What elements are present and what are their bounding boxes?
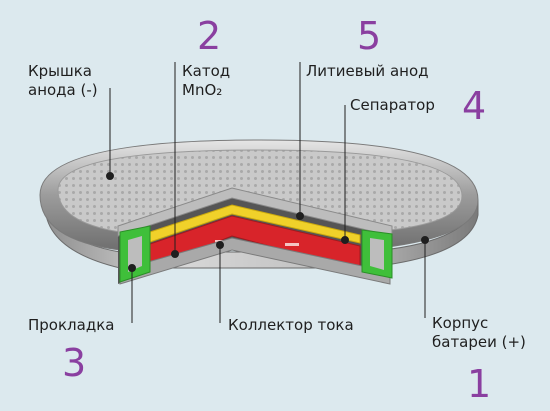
label-case-line2: батареи (+) (432, 333, 526, 351)
number-separator: 4 (462, 84, 487, 128)
label-case-line1: Корпус (432, 314, 489, 332)
label-cathode-line2: MnO₂ (182, 81, 223, 99)
cathode-highlight-2 (285, 243, 299, 246)
number-cathode: 2 (197, 14, 222, 58)
label-gasket: Прокладка (28, 316, 115, 334)
label-separator: Сепаратор (350, 96, 435, 114)
gasket-left-core (128, 236, 142, 272)
number-case: 1 (467, 362, 492, 406)
label-cathode-line1: Катод (182, 62, 231, 80)
collector-layer (119, 237, 391, 285)
number-lithium-anode: 5 (357, 14, 382, 58)
label-anode-cap: Крышка анода (-) (28, 62, 98, 100)
label-anode-cap-line2: анода (-) (28, 81, 98, 99)
anode-cap-surface (57, 149, 463, 233)
gasket-right-core (370, 238, 384, 270)
label-case: Корпус батареи (+) (432, 314, 526, 352)
label-anode-cap-line1: Крышка (28, 62, 92, 80)
label-lithium-anode: Литиевый анод (306, 62, 429, 80)
label-current-collector: Коллектор тока (228, 316, 354, 334)
number-gasket: 3 (62, 341, 87, 385)
label-cathode: Катод MnO₂ (182, 62, 230, 100)
pointer-lines (106, 62, 429, 323)
